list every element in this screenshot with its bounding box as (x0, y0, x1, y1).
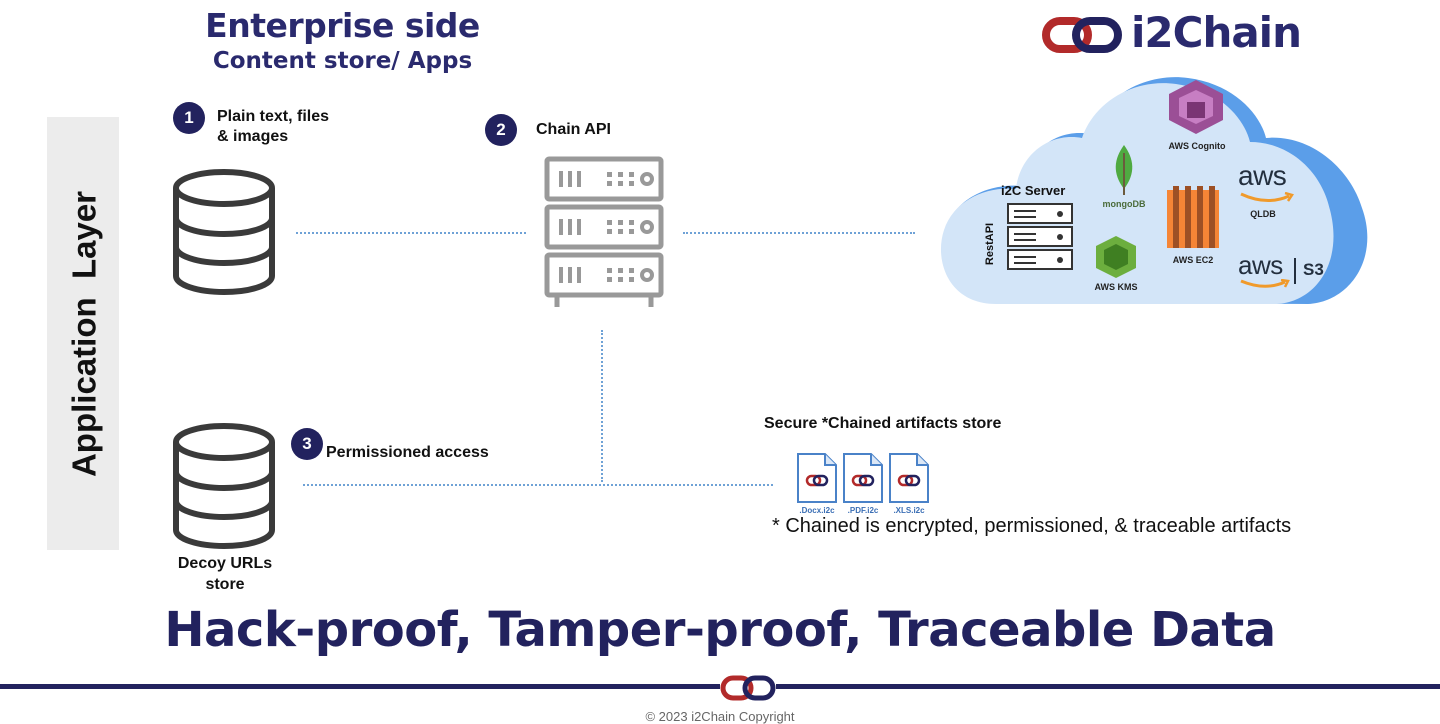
decoy-store-database-icon (173, 423, 275, 549)
aws-kms-label: AWS KMS (1094, 282, 1138, 292)
enterprise-side-subtitle: Content store/ Apps (212, 48, 473, 74)
copyright-notice: © 2023 i2Chain Copyright (645, 709, 795, 724)
aws-logo-s3: aws (1238, 250, 1283, 280)
aws-s3-label: S3 (1303, 260, 1324, 279)
application-layer-label: Application Layer (65, 190, 103, 478)
step-2-label: Chain API (536, 121, 611, 138)
connector-decoy-to-secure (303, 484, 773, 486)
i2c-server-icon (1007, 203, 1073, 270)
step-3-badge: 3 (291, 428, 323, 460)
chain-link-icon (1042, 17, 1122, 53)
aws-cognito-label: AWS Cognito (1168, 141, 1226, 151)
s3-divider (1294, 258, 1296, 284)
connector-api-down (601, 330, 603, 482)
step-1-label-line1: Plain text, files (217, 108, 330, 125)
aws-cognito-icon (1169, 80, 1223, 134)
xls-file-extension: .XLS.i2c (893, 506, 925, 515)
aws-kms-icon (1096, 236, 1136, 278)
decoy-store-label-line1: Decoy URLs (177, 555, 273, 572)
chained-footnote: * Chained is encrypted, permissioned, & … (772, 515, 1292, 537)
secure-store-title: Secure *Chained artifacts store (764, 415, 1002, 432)
brand-name: i2Chain (1131, 8, 1302, 57)
decoy-store-label: Decoy URLs store (160, 553, 290, 595)
cloud-shape (940, 77, 1368, 305)
mongodb-label: mongoDB (1102, 199, 1146, 209)
aws-qldb-label: QLDB (1250, 209, 1276, 219)
chained-pdf-file-icon (843, 453, 883, 503)
step-1-label-line2: & images (217, 128, 289, 145)
i2c-server-title: i2C Server (1001, 183, 1066, 198)
step-1-badge: 1 (173, 102, 205, 134)
chained-docx-file-icon (797, 453, 837, 503)
step-2-badge: 2 (485, 114, 517, 146)
application-layer-band (47, 117, 119, 550)
chained-xls-file-icon (889, 453, 929, 503)
connector-api-to-cloud (683, 232, 915, 234)
content-store-database-icon (173, 169, 275, 295)
docx-file-extension: .Docx.i2c (799, 506, 835, 515)
enterprise-side-title: Enterprise side (205, 6, 480, 45)
step-3-label: Permissioned access (326, 444, 489, 461)
connector-store-to-api (296, 232, 526, 234)
pdf-file-extension: .PDF.i2c (847, 506, 879, 515)
aws-ec2-icon (1167, 186, 1219, 248)
footer-chain-link-icon (720, 674, 776, 702)
step-1-label: Plain text, files & images (217, 107, 329, 147)
aws-smile-icon (1240, 279, 1290, 288)
aws-smile-icon (1240, 192, 1294, 202)
aws-logo-qldb: aws (1238, 160, 1287, 191)
decoy-store-label-line2: store (205, 576, 245, 593)
chain-api-server-icon (544, 156, 664, 307)
aws-ec2-label: AWS EC2 (1172, 255, 1214, 265)
tagline: Hack-proof, Tamper-proof, Traceable Data (164, 602, 1276, 658)
restapi-label: RestAPI (984, 222, 996, 266)
mongodb-leaf-icon (1115, 145, 1133, 195)
